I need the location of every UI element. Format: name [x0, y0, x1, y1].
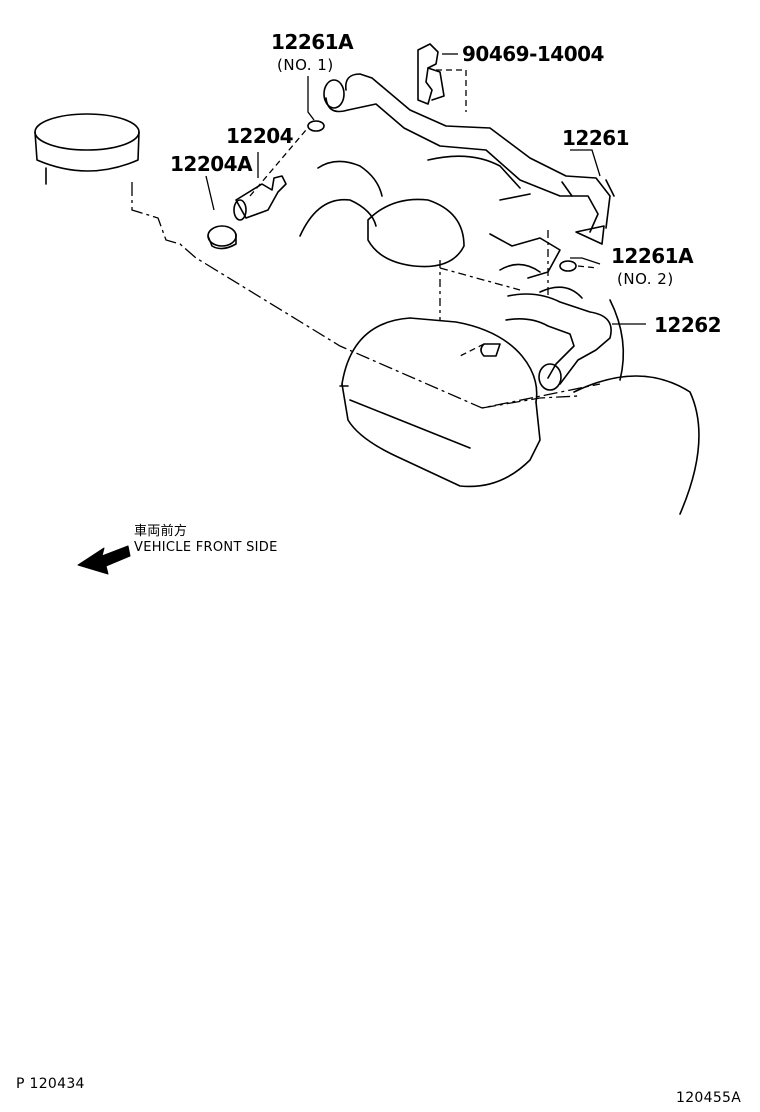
wire-harness [573, 375, 700, 515]
part-qualifier-no1: (NO. 1) [277, 56, 334, 74]
ventilation-hose-12261 [323, 73, 615, 245]
oil-filler-cap [34, 113, 140, 185]
part-number-12261A-no1: 12261A [271, 30, 354, 54]
orientation-label-jp: 車両前方 [134, 524, 188, 539]
pcv-valve-12204 [233, 175, 287, 221]
part-number-90469-14004: 90469-14004 [462, 42, 604, 66]
oil-pan [339, 317, 541, 488]
part-number-12261A-no2: 12261A [611, 244, 694, 268]
orientation-label-en: VEHICLE FRONT SIDE [134, 540, 278, 555]
part-number-12204: 12204 [226, 124, 294, 148]
part-qualifier-no2: (NO. 2) [617, 270, 674, 288]
part-number-12261: 12261 [562, 126, 630, 150]
part-number-12262: 12262 [654, 313, 722, 337]
grommet-12204A [207, 225, 237, 250]
ventilation-hose-12262 [480, 293, 612, 391]
hose-clip-no1 [307, 120, 325, 132]
hose-clip-no2 [559, 260, 577, 272]
figure-reference: 120455A [676, 1090, 742, 1106]
clamp-90469-14004 [417, 43, 445, 105]
part-number-12204A: 12204A [170, 152, 253, 176]
engine-outline [299, 155, 583, 299]
front-direction-arrow [77, 545, 131, 575]
page-reference: P 120434 [16, 1076, 85, 1092]
